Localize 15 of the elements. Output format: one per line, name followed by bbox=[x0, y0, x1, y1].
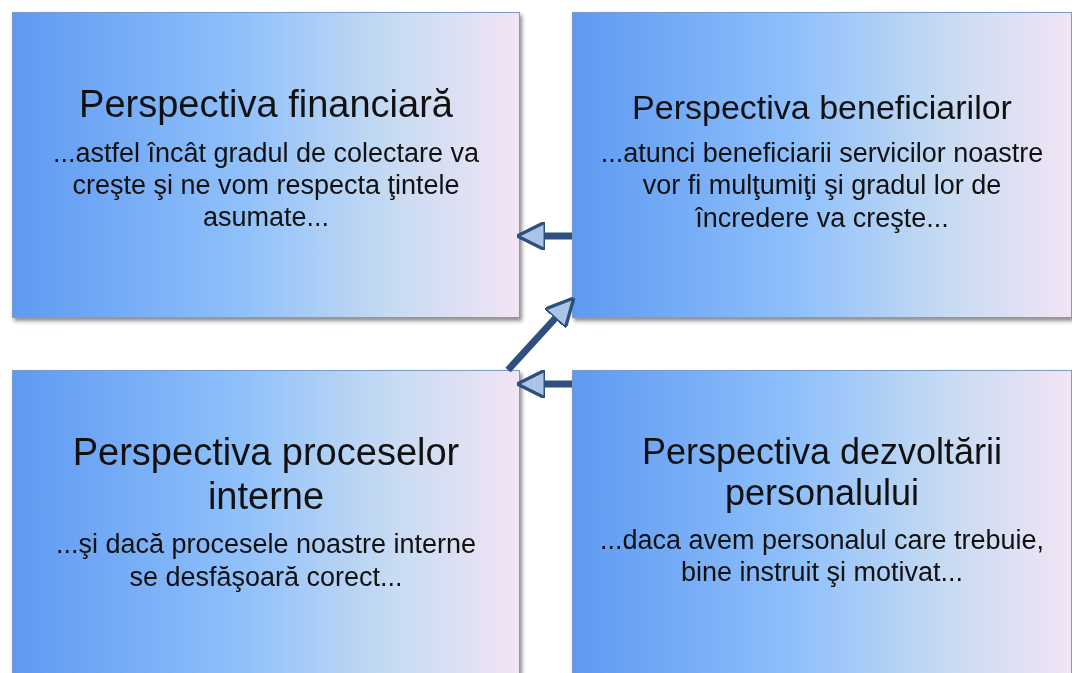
arrow bbox=[515, 368, 572, 400]
card-text: ...astfel încât gradul de colectare va creşte şi ne vom respecta ţintele asumate... bbox=[51, 136, 481, 234]
card-heading: Perspectiva financiară bbox=[79, 83, 453, 127]
card-heading: Perspectiva beneficiarilor bbox=[632, 88, 1012, 128]
card-heading: Perspectiva proceselor interne bbox=[71, 431, 461, 519]
card-text: ...daca avem personalul care trebuie, bine instruit şi motivat... bbox=[599, 523, 1045, 589]
perspective-card bbox=[572, 12, 1072, 318]
card-text: ...atunci beneficiarii servicilor noastre vor fi mulţumiţi şi gradul lor de încredere va creşte... bbox=[599, 137, 1045, 235]
arrow bbox=[515, 220, 572, 252]
card-text: ...şi dacă procesele noastre interne se desfăşoară corect... bbox=[54, 528, 478, 594]
perspective-card bbox=[12, 12, 520, 318]
perspective-card bbox=[572, 370, 1072, 673]
perspective-card bbox=[12, 370, 520, 673]
card-heading: Perspectiva dezvoltării personalului bbox=[640, 431, 1004, 514]
arrow bbox=[505, 296, 576, 373]
